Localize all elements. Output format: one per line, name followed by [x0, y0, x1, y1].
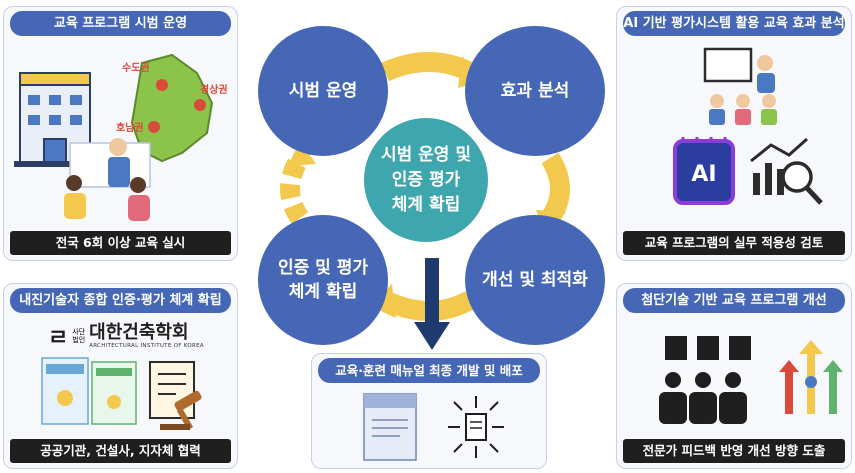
arrow-right: [541, 152, 570, 224]
cycle-center: 시범 운영 및 인증 평가 체계 확립: [361, 115, 491, 245]
improvement-illustration: [659, 336, 843, 424]
classroom-icon: [703, 47, 777, 125]
aik-logo: ㄹ 사단 법인 대한건축학회 ARCHITECTURAL INSTITUTE O…: [48, 320, 204, 352]
panel-manual-distribution: 교육·훈련 매뉴얼 최종 개발 및 배포: [311, 353, 547, 469]
cycle-pilot-operation: 시범 운영: [258, 26, 388, 156]
ai-illustration: AI: [673, 47, 823, 205]
manual-illustration: [363, 393, 504, 461]
aik-logo-english: ARCHITECTURAL INSTITUTE OF KOREA: [89, 343, 204, 349]
panel-certification: 내진기술자 종합 인증·평가 체계 확립 ㄹ 사단 법인 대한건축학회 ARCH…: [3, 283, 238, 469]
map-label-honam: 호남권: [116, 123, 144, 134]
panel-pilot-program-title: 교육 프로그램 시범 운영: [10, 11, 231, 36]
panel-manual-distribution-title: 교육·훈련 매뉴얼 최종 개발 및 배포: [318, 358, 540, 383]
cycle-certification-line1: 인증 및 평가: [277, 258, 369, 278]
cycle-optimization-label: 개선 및 최적화: [482, 270, 588, 290]
panel-pilot-program: 교육 프로그램 시범 운영 수도권 경상권 호남: [3, 6, 238, 261]
panel-ai-analysis-footer: 교육 프로그램의 실무 적용성 검토: [623, 231, 845, 255]
document-gavel-icon: [149, 361, 202, 431]
cycle-certification: 인증 및 평가 체계 확립: [258, 215, 388, 345]
experts-feedback-icon: [659, 336, 751, 424]
analytics-magnifier-icon: [750, 137, 823, 205]
panel-ai-analysis-title: AI 기반 평가시스템 활용 교육 효과 분석: [623, 11, 845, 36]
cycle-effect-analysis-label: 효과 분석: [500, 81, 570, 101]
aik-logo-name: 대한건축학회: [89, 322, 189, 343]
cycle-optimization: 개선 및 최적화: [465, 215, 605, 345]
panel-pilot-program-footer: 전국 6회 이상 교육 실시: [10, 231, 231, 255]
manual-book-icon: [363, 393, 417, 461]
building-icon: [14, 72, 96, 167]
panel-program-improvement-footer: 전문가 피드백 반영 개선 방향 도출: [623, 439, 845, 463]
distribution-icon: [448, 396, 504, 458]
ai-chip-label: AI: [691, 162, 716, 187]
cycle-center-line3: 체계 확립: [391, 194, 461, 215]
arrowhead-left: [288, 140, 316, 166]
arrow-left: [280, 152, 309, 224]
certificate-icon: [41, 357, 137, 425]
arrow-top: [380, 52, 475, 82]
cycle-effect-analysis: 효과 분석: [465, 26, 605, 156]
aik-logo-mark-icon: ㄹ: [48, 326, 69, 351]
down-arrow-head: [414, 322, 450, 350]
panel-program-improvement-title: 첨단기술 기반 교육 프로그램 개선: [623, 288, 845, 313]
cycle-center-line1: 시범 운영 및: [380, 144, 472, 165]
map-label-capital: 수도권: [122, 63, 150, 74]
panel-ai-analysis: AI 기반 평가시스템 활용 교육 효과 분석 AI 교육 프로그램의 실무 적…: [616, 6, 852, 261]
growth-arrows-icon: [779, 340, 843, 414]
down-arrow-shaft: [425, 258, 439, 326]
panel-certification-title: 내진기술자 종합 인증·평가 체계 확립: [10, 288, 231, 313]
cycle-pilot-operation-label: 시범 운영: [288, 81, 358, 101]
ai-chip-icon: AI: [673, 137, 735, 205]
panel-program-improvement: 첨단기술 기반 교육 프로그램 개선 전문가 피드백 반영 개선 방향 도출: [616, 283, 852, 469]
panel-certification-footer: 공공기관, 건설사, 지자체 협력: [10, 439, 231, 463]
pilot-illustration: [14, 53, 214, 221]
cycle-center-line2: 인증 평가: [391, 169, 461, 190]
korea-map-icon: [130, 53, 214, 163]
certificates-illustration: [41, 357, 202, 431]
aik-logo-small: 사단 법인: [72, 328, 86, 344]
presenter-icon: [64, 138, 151, 221]
map-label-gyeongsang: 경상권: [200, 85, 228, 96]
cycle-certification-line2: 체계 확립: [288, 282, 358, 302]
